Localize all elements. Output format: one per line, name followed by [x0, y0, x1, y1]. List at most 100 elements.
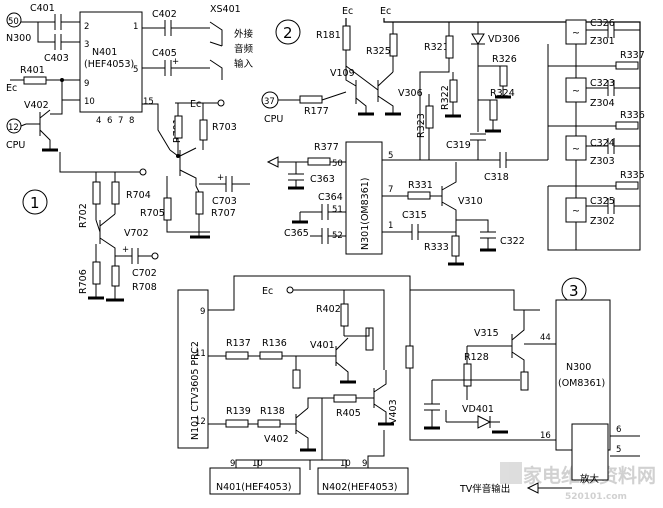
ext-audio-1: 外接 [234, 28, 254, 40]
r335-label: R335 [620, 170, 645, 181]
c402-label: C402 [152, 9, 177, 20]
r704-resistor [111, 181, 120, 205]
v402b-label: V402 [264, 434, 289, 445]
n301-pin51: 51 [332, 205, 343, 215]
c319-symbol [470, 133, 486, 160]
c363-symbol [288, 162, 304, 188]
section-3-mute-circuit: 3 N101 CTV3605 PRC2 9 11 12 Ec R137 R136… [177, 275, 640, 495]
amplifier-block [571, 423, 609, 481]
n401-pin5: 5 [133, 65, 138, 75]
node-37-label: 37 [264, 97, 275, 107]
r401-resistor [23, 76, 47, 85]
cpu-label-2: CPU [264, 114, 283, 125]
r702-label: R702 [78, 203, 89, 228]
c702-symbol [115, 248, 152, 264]
n401-pin8: 8 [129, 116, 134, 126]
watermark-site: 520101.com [565, 492, 627, 502]
r335-resistor [615, 181, 639, 190]
vd306-diode [471, 33, 485, 45]
c403-symbol [54, 34, 62, 50]
z304-label: Z304 [590, 98, 615, 109]
n300-pin5: 5 [616, 445, 621, 455]
r702-resistor [92, 181, 101, 205]
v402-label: V402 [24, 100, 49, 111]
svg-text:~: ~ [572, 144, 580, 155]
v402b-transistor [295, 407, 309, 450]
v402-transistor [39, 109, 51, 150]
v315-transistor [511, 310, 525, 372]
c318-label: C318 [484, 172, 509, 183]
r337-label: R337 [620, 50, 645, 61]
n401-pin6: 6 [107, 116, 112, 126]
watermark-logo-icon [500, 462, 522, 484]
r402-resistor [340, 303, 349, 327]
v306-label: V306 [398, 88, 423, 99]
n101-chip [177, 289, 209, 449]
r707-label: R707 [211, 208, 236, 219]
n401b-pin10: 10 [252, 459, 263, 469]
r325-resistor [389, 33, 398, 57]
v315-emitter-resistor [520, 371, 529, 391]
ec-label-3: Ec [342, 6, 353, 17]
r708-resistor [111, 265, 120, 287]
c318-symbol [382, 152, 548, 168]
c363-label: C363 [310, 174, 335, 185]
r128-label: R128 [464, 352, 489, 363]
n301-pin1: 1 [388, 221, 393, 231]
section-2-number: 2 [283, 24, 293, 42]
v702-label: V702 [124, 228, 149, 239]
v109-label: V109 [330, 68, 355, 79]
section-1-marker [22, 189, 48, 215]
node-12-label: 12 [8, 123, 19, 133]
r706-resistor [92, 261, 101, 285]
n401-chip [79, 11, 143, 113]
n300-pin44: 44 [540, 333, 551, 343]
c703-label: C703 [212, 196, 237, 207]
r139-label: R139 [226, 406, 251, 417]
r705-resistor [163, 197, 172, 221]
wire-c403 [37, 22, 80, 43]
r704-label: R704 [126, 190, 151, 201]
n401-pin1: 1 [133, 22, 138, 32]
vd306-label: VD306 [488, 34, 520, 45]
v310-transistor [441, 170, 457, 226]
xs401-label: XS401 [210, 4, 241, 15]
r333-resistor [451, 235, 460, 257]
ext-audio-3: 输入 [234, 58, 254, 70]
z304-filter: ~ [565, 77, 587, 103]
r331-resistor [407, 191, 431, 200]
wire-pin15 [142, 103, 171, 151]
r707-resistor [195, 191, 204, 215]
n401-pin15: 15 [143, 97, 154, 107]
c325-symbol [586, 198, 640, 214]
c319-label: C319 [446, 140, 471, 151]
section-2-marker [275, 19, 301, 45]
r323-label: R323 [416, 113, 427, 138]
z301-label: Z301 [590, 36, 615, 47]
r321-resistor [445, 35, 454, 59]
c323-symbol [586, 80, 640, 96]
z303-filter: ~ [565, 135, 587, 161]
section-1-number: 1 [30, 194, 40, 212]
c402-symbol [164, 20, 172, 36]
n402-pin9: 9 [362, 459, 367, 469]
node-50-marker [6, 12, 22, 28]
xs401-jack [209, 21, 223, 80]
amplifier-label: 放大 [580, 473, 600, 485]
n300-ref: N300 [6, 33, 31, 44]
n402-pin10: 10 [340, 459, 351, 469]
c405-symbol [164, 60, 172, 76]
cpu-label-1: CPU [6, 140, 25, 151]
r138-label: R138 [260, 406, 285, 417]
v401-transistor [335, 337, 349, 382]
c403-label: C403 [44, 53, 69, 64]
n101-pin9: 9 [200, 307, 205, 317]
section-2-sound-circuit: 2 Ec Ec R181 R325 V109 V306 37 CPU R177 … [261, 6, 645, 266]
n101-name: N101 CTV3605 PRC2 [190, 341, 201, 440]
node-50-label: 50 [8, 17, 19, 27]
ec-label-1: Ec [6, 83, 17, 94]
r336-resistor [615, 121, 639, 130]
c315-label: C315 [402, 210, 427, 221]
n401-pin2: 2 [84, 22, 89, 32]
v315-label: V315 [474, 328, 499, 339]
